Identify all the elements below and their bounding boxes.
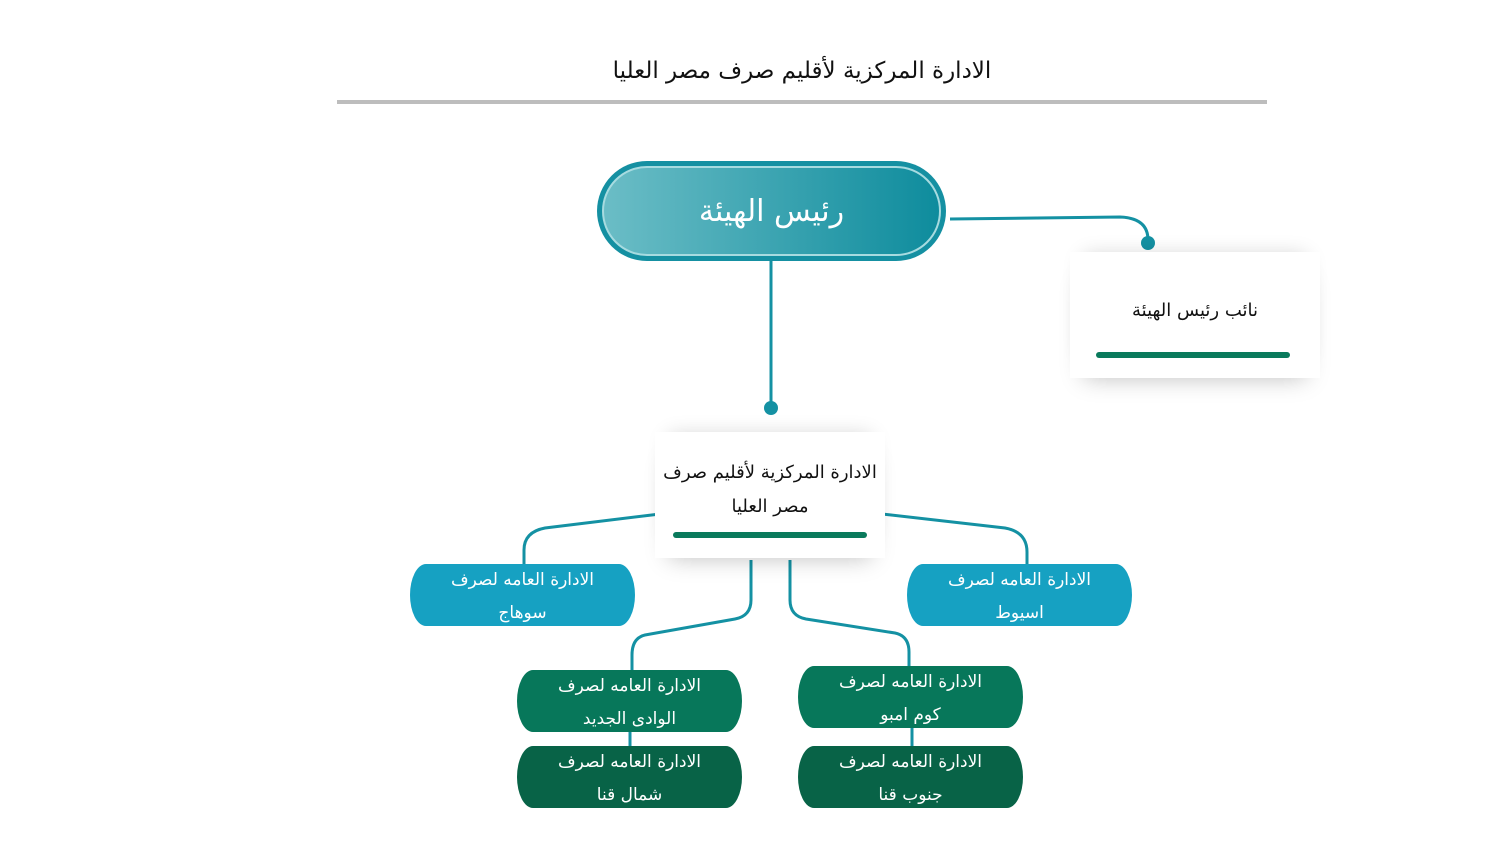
department-new-valley[interactable]: الادارة العامه لصرف الوادى الجديد (517, 670, 742, 732)
department-north-qena[interactable]: الادارة العامه لصرف شمال قنا (517, 746, 742, 808)
department-label: الادارة العامه لصرف (947, 570, 1092, 590)
connector-dot (1141, 236, 1155, 250)
department-kom-ombo[interactable]: الادارة العامه لصرف كوم امبو (798, 666, 1023, 728)
department-name: جنوب قنا (878, 785, 943, 805)
department-sohag[interactable]: الادارة العامه لصرف سوهاج (410, 564, 635, 626)
department-label: الادارة العامه لصرف (557, 752, 702, 772)
connector-head-deputy (949, 215, 1150, 241)
title-divider (337, 100, 1267, 104)
accent-bar (673, 532, 867, 538)
connector-central-komombo (788, 560, 911, 666)
department-label: الادارة العامه لصرف (838, 672, 983, 692)
connector-central-sohag (522, 512, 661, 564)
page-title: الادارة المركزية لأقليم صرف مصر العليا (612, 58, 992, 84)
connector-dot (764, 401, 778, 415)
central-administration-node[interactable]: الادارة المركزية لأقليم صرف مصر العليا (655, 432, 885, 558)
department-name: كوم امبو (880, 705, 941, 725)
accent-bar (1096, 352, 1290, 358)
department-name: سوهاج (498, 603, 547, 623)
central-label-line2: مصر العليا (731, 496, 809, 517)
department-asyut[interactable]: الادارة العامه لصرف اسيوط (907, 564, 1132, 626)
department-south-qena[interactable]: الادارة العامه لصرف جنوب قنا (798, 746, 1023, 808)
department-name: الوادى الجديد (582, 709, 677, 729)
department-label: الادارة العامه لصرف (450, 570, 595, 590)
connector-central-asyut (881, 512, 1029, 564)
central-label-line1: الادارة المركزية لأقليم صرف (663, 462, 877, 483)
department-name: اسيوط (995, 603, 1044, 623)
department-name: شمال قنا (596, 785, 663, 805)
deputy-label: نائب رئيس الهيئة (1132, 300, 1258, 321)
deputy-node[interactable]: نائب رئيس الهيئة (1070, 252, 1320, 378)
head-of-authority-node[interactable]: رئيس الهيئة (597, 161, 946, 261)
head-label: رئيس الهيئة (602, 166, 941, 256)
connector-central-wadi (630, 560, 753, 670)
department-label: الادارة العامه لصرف (557, 676, 702, 696)
department-label: الادارة العامه لصرف (838, 752, 983, 772)
